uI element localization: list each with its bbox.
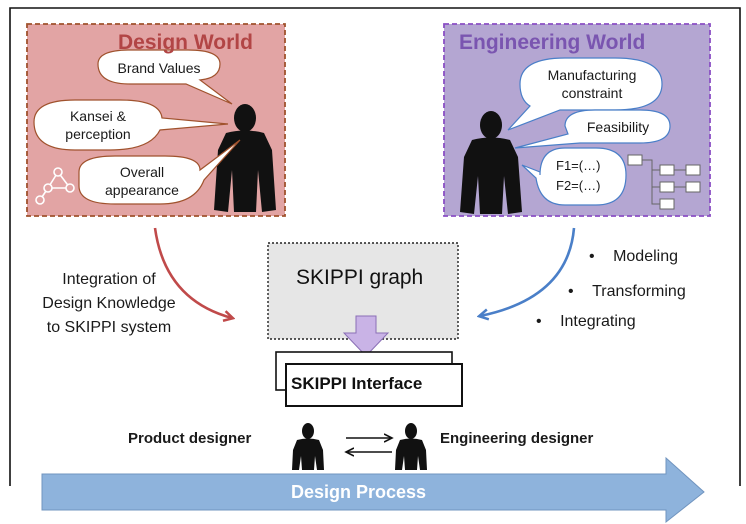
down-arrow (342, 315, 390, 357)
design-world-title: Design World (118, 31, 253, 54)
left-caption-line-3: to SKIPPI system (46, 319, 172, 336)
left-caption-line-2: Design Knowledge (42, 295, 176, 312)
bubble-brand-values: Brand Values (117, 60, 201, 76)
bullet-transforming-text: Transforming (592, 283, 686, 300)
engineering-designer-silhouette (395, 423, 427, 470)
engineering-world-title: Engineering World (459, 31, 646, 54)
bullet-integrating-text: Integrating (560, 313, 636, 330)
bullet-dot: • (568, 283, 574, 300)
outer-frame (9, 7, 741, 486)
red-curved-arrow (153, 227, 232, 318)
skippi-graph-label: SKIPPI graph (296, 266, 424, 289)
skippi-interface-label: SKIPPI Interface (291, 374, 423, 393)
design-process-label: Design Process (291, 482, 427, 502)
bubble-overall-appearance: Overall appearance (105, 164, 179, 198)
molecule-icon (35, 167, 75, 205)
formula-f2: F2=(…) (556, 178, 601, 193)
left-caption: Integration of Design Knowledge to SKIPP… (34, 268, 184, 340)
bullet-dot: • (589, 248, 595, 265)
bubble-feasibility: Feasibility (586, 119, 650, 135)
bubble-kansei: Kansei & perception (65, 108, 131, 142)
bullet-integrating: • Integrating (536, 313, 636, 331)
design-bubbles (33, 49, 241, 205)
interface-front-box (285, 363, 463, 407)
product-designer-silhouette (292, 423, 324, 470)
hierarchy-icon (627, 154, 701, 210)
engineering-designer-label: Engineering designer (440, 430, 594, 447)
bullet-dot: • (536, 313, 542, 330)
blue-curved-arrow (480, 227, 576, 316)
product-designer-label: Product designer (128, 430, 252, 447)
bullet-transforming: • Transforming (568, 283, 686, 301)
bullet-modeling-text: Modeling (613, 248, 678, 265)
left-caption-line-1: Integration of (62, 271, 156, 288)
design-process-arrow (41, 456, 705, 524)
bubble-manufacturing: Manufacturing constraint (547, 67, 637, 101)
engineering-person-silhouette (460, 111, 522, 214)
formula-f1: F1=(…) (556, 158, 601, 173)
engineering-bubbles (507, 57, 671, 206)
bullet-modeling: • Modeling (589, 248, 678, 266)
